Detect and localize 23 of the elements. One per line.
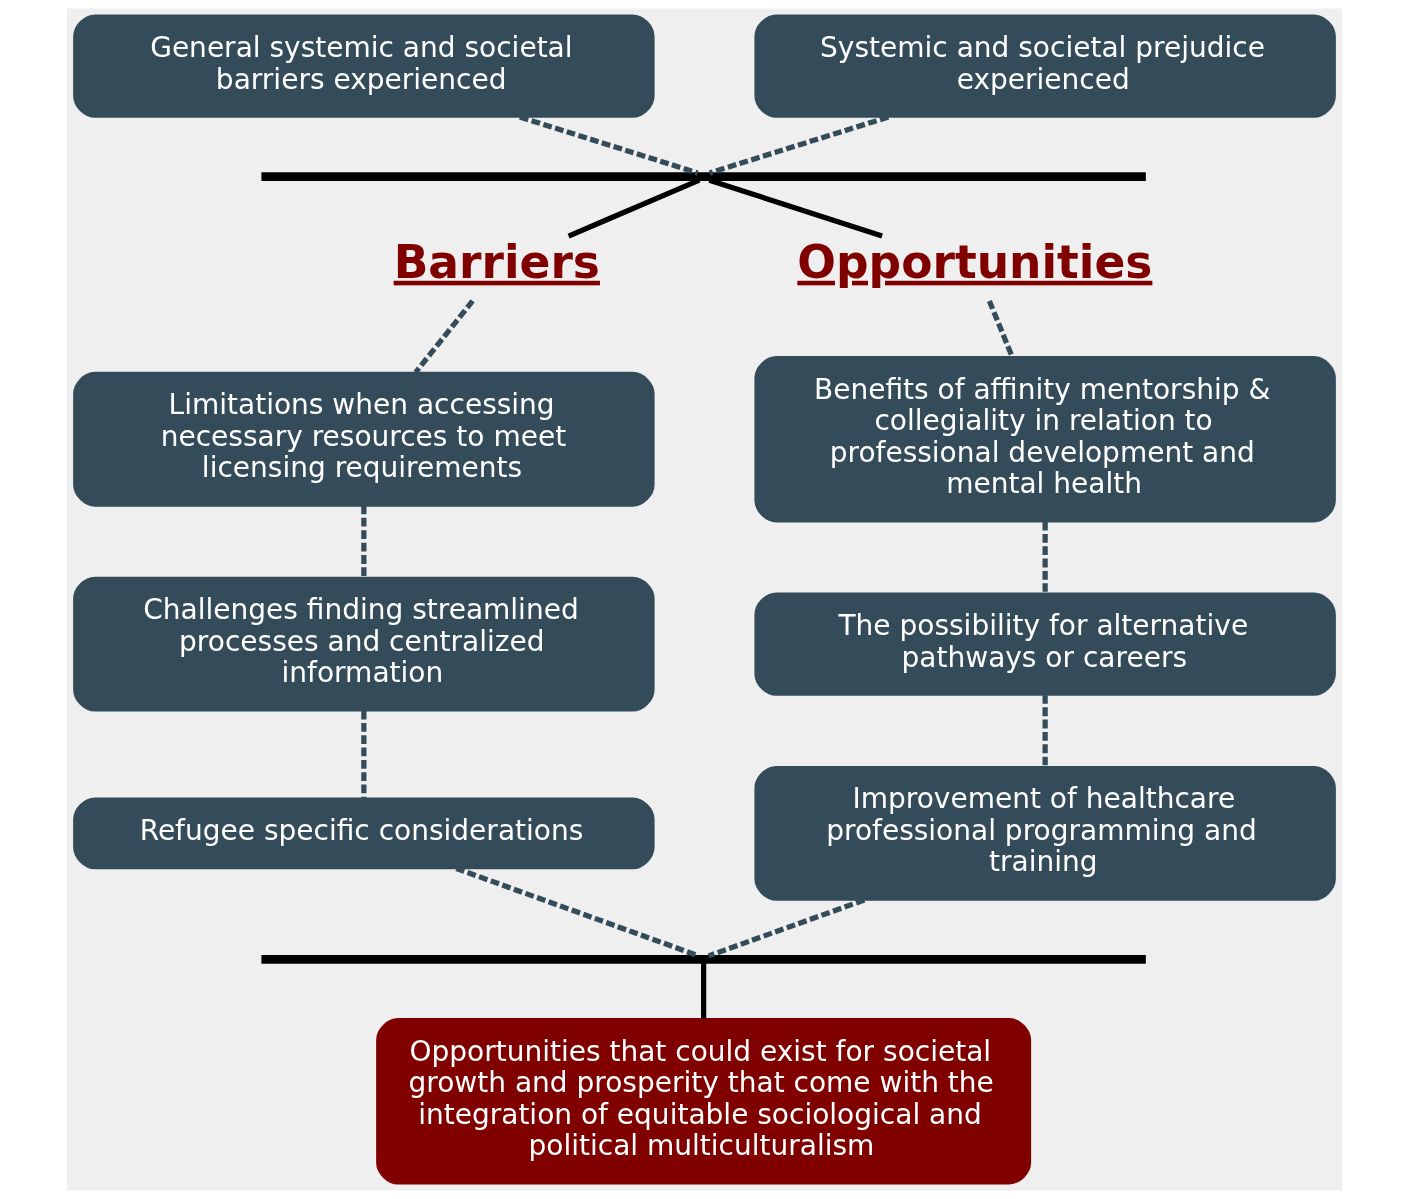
connector — [707, 897, 865, 959]
connector — [1042, 521, 1048, 593]
node-box: Systemic and societal prejudice experienced — [753, 14, 1336, 118]
node-box: Limitations when accessing necessary resources to meet licensing requirements — [72, 371, 655, 507]
node-text: Barriers — [393, 235, 600, 289]
connector — [360, 710, 366, 799]
node-box: Refugee specific considerations — [72, 797, 655, 870]
node-text: Opportunities — [796, 235, 1152, 289]
node-box: General systemic and societal barriers experienced — [72, 14, 655, 118]
node-box: Benefits of affinity mentorship & collegiality in relation to professional development and mental health — [753, 356, 1336, 523]
connector — [413, 299, 475, 374]
connector — [708, 114, 889, 176]
connector — [360, 505, 366, 577]
node-box: Opportunities that could exist for societal growth and prosperity that come with the integration of equitable sociological and political multiculturalism — [375, 1018, 1031, 1185]
node-box: The possibility for alternative pathways or careers — [753, 592, 1336, 696]
node-box: Improvement of healthcare professional programming and training — [753, 765, 1336, 901]
node-box: Challenges finding streamlined processes and centralized information — [72, 576, 655, 712]
connector — [1042, 695, 1048, 767]
connector — [700, 963, 706, 1019]
node-bar — [260, 172, 1146, 181]
connector — [518, 114, 698, 176]
connector — [986, 299, 1015, 358]
node-bar — [260, 955, 1146, 964]
